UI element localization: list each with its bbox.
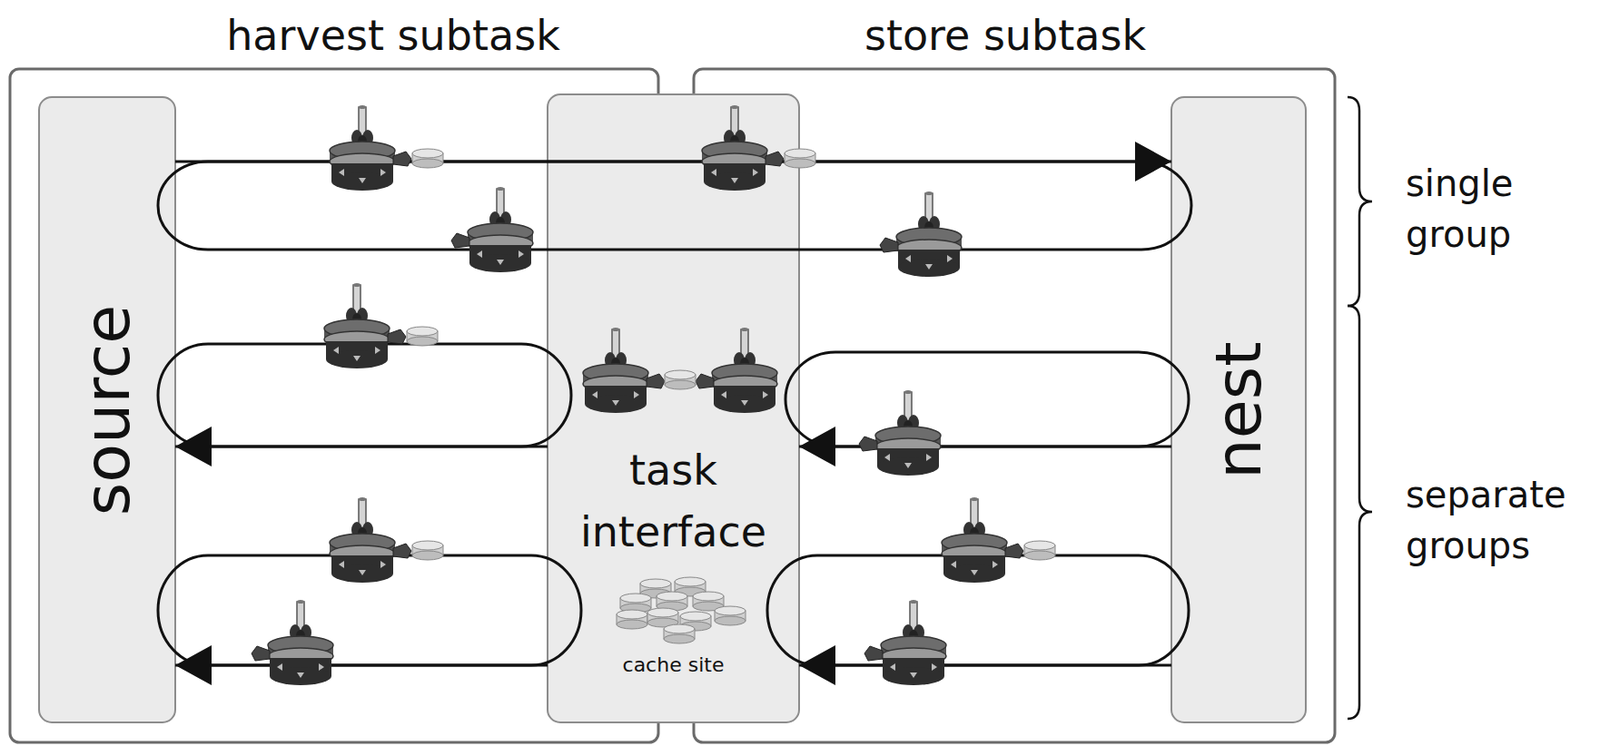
robot <box>251 600 334 686</box>
carried-object <box>784 148 816 168</box>
robot <box>941 497 1024 583</box>
group-label: separate groups <box>1405 469 1597 572</box>
robot <box>701 105 784 191</box>
brace <box>1347 97 1373 307</box>
flow-arrow <box>799 664 1172 668</box>
flow-arrow <box>799 445 1172 449</box>
robot <box>582 327 665 414</box>
handed-object <box>664 370 696 390</box>
robot <box>864 600 947 686</box>
robot <box>329 497 412 583</box>
loop-path <box>158 161 1192 250</box>
loop-path <box>785 352 1189 447</box>
cache-pile <box>616 577 746 644</box>
subtask-region: harvest subtasksource <box>9 69 659 743</box>
carried-object <box>412 148 444 168</box>
area-name: source <box>70 304 144 515</box>
carried-object <box>406 326 438 346</box>
flow-arrow <box>175 160 1172 164</box>
group-label: single group <box>1405 158 1597 260</box>
area-box: source <box>39 97 176 723</box>
cache-label: cache site <box>547 652 800 679</box>
flow-arrow <box>175 445 548 449</box>
subtask-heading: store subtask <box>864 9 1146 61</box>
flow-arrow <box>175 664 548 668</box>
interface-box: task interface cache site <box>547 94 800 723</box>
box-outline <box>1171 97 1306 723</box>
interface-name: task interface <box>547 439 800 563</box>
box-outline <box>39 97 176 723</box>
robot <box>324 283 406 369</box>
box-outline <box>547 94 800 723</box>
area-box: nest <box>1171 97 1306 723</box>
subtask-heading: harvest subtask <box>226 9 561 61</box>
carried-object <box>1024 541 1056 561</box>
robot-loop <box>785 352 1189 447</box>
carried-object <box>412 541 444 561</box>
robot <box>329 105 412 191</box>
brace <box>1347 306 1373 720</box>
robot-loop <box>158 161 1192 250</box>
subtask-region: store subtasknest <box>693 69 1335 743</box>
robot <box>879 191 962 277</box>
robot <box>451 187 534 273</box>
robot <box>695 327 778 414</box>
area-name: nest <box>1202 341 1275 479</box>
robot <box>859 390 941 476</box>
